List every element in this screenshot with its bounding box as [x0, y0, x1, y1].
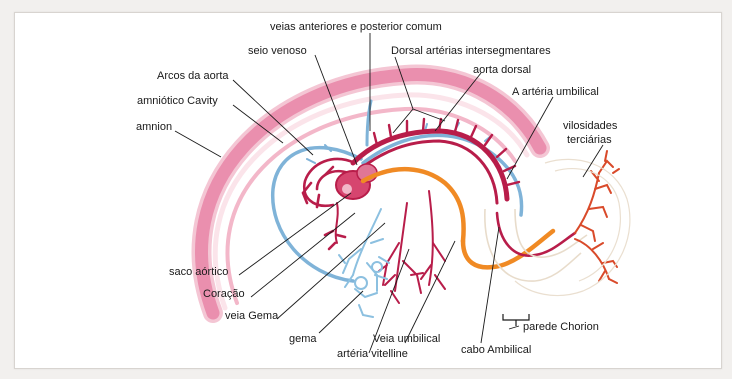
- label-gema: gema: [289, 333, 317, 345]
- label-dorsal-arterias: Dorsal artérias intersegmentares: [391, 45, 551, 57]
- label-arteria-umbilical: A artéria umbilical: [512, 86, 599, 98]
- label-parede-chorion: parede Chorion: [523, 321, 599, 333]
- amnion-pink: [202, 75, 540, 313]
- heart: [336, 164, 377, 199]
- umbilical-vein: [363, 169, 553, 267]
- label-veias-anteriores: veias anteriores e posterior comum: [270, 21, 442, 33]
- label-coracao: Coração: [203, 288, 245, 300]
- label-veia-umbilical: Veia umbilical: [373, 333, 440, 345]
- amnion-outer: [202, 75, 540, 313]
- label-cabo-ambilical: cabo Ambilical: [461, 344, 531, 356]
- label-vilosidades: vilosidades: [563, 120, 618, 132]
- diagram-panel: veias anteriores e posterior comum seio …: [14, 12, 722, 369]
- label-seio-venoso: seio venoso: [248, 45, 307, 57]
- label-aorta-dorsal: aorta dorsal: [473, 64, 531, 76]
- label-amnion: amnion: [136, 121, 172, 133]
- chorion-membrane: [515, 159, 630, 295]
- label-veia-gema: veia Gema: [225, 310, 279, 322]
- label-amniotico-cavity: amniótico Cavity: [137, 95, 218, 107]
- amnion-layers: [202, 75, 540, 313]
- dorsal-aorta: [353, 119, 519, 203]
- vitelline-arteries: [379, 191, 445, 303]
- yolk-sac-vessels: [339, 209, 389, 317]
- chorionic-villi: [575, 151, 619, 283]
- embryo-circulation-diagram: veias anteriores e posterior comum seio …: [15, 13, 721, 368]
- label-arcos-aorta: Arcos da aorta: [157, 70, 229, 82]
- label-arteria-vitelline: artéria vitelline: [337, 348, 408, 360]
- label-terciarias: terciárias: [567, 134, 612, 146]
- umbilical-artery: [497, 213, 575, 256]
- label-saco-aortico: saco aórtico: [169, 266, 228, 278]
